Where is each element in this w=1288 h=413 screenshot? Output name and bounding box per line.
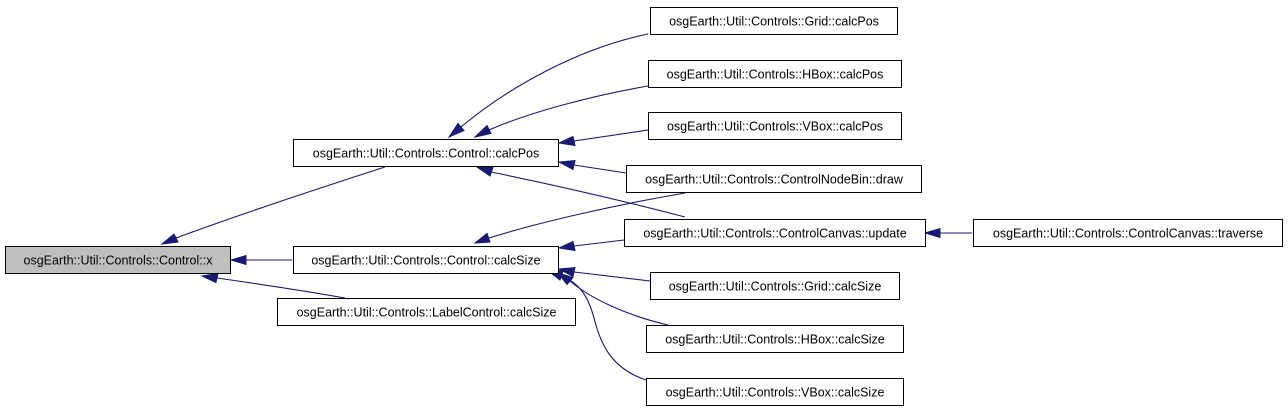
node-controlnodebin-draw[interactable]: osgEarth::Util::Controls::ControlNodeBin… <box>626 165 922 193</box>
node-grid-calcpos[interactable]: osgEarth::Util::Controls::Grid::calcPos <box>650 7 898 35</box>
node-vbox-calcpos[interactable]: osgEarth::Util::Controls::VBox::calcPos <box>648 112 902 140</box>
edge-calcsize-to-x <box>229 254 292 266</box>
edge-traverse-to-update <box>923 227 972 239</box>
node-label: osgEarth::Util::Controls::Control::calcS… <box>311 254 540 268</box>
node-controlcanvas-update[interactable]: osgEarth::Util::Controls::ControlCanvas:… <box>624 219 926 247</box>
node-label: osgEarth::Util::Controls::Control::x <box>24 254 214 268</box>
node-control-calcsize[interactable]: osgEarth::Util::Controls::Control::calcS… <box>293 246 559 274</box>
node-label: osgEarth::Util::Controls::HBox::calcPos <box>667 68 884 82</box>
node-labelcontrol-calcsize[interactable]: osgEarth::Util::Controls::LabelControl::… <box>277 298 576 326</box>
node-label: osgEarth::Util::Controls::LabelControl::… <box>297 306 557 320</box>
node-label: osgEarth::Util::Controls::ControlCanvas:… <box>993 227 1263 241</box>
nodes: osgEarth::Util::Controls::Control::x osg… <box>5 7 1283 406</box>
node-hbox-calcsize[interactable]: osgEarth::Util::Controls::HBox::calcSize <box>646 325 904 353</box>
node-label: osgEarth::Util::Controls::Grid::calcPos <box>669 15 879 29</box>
node-label: osgEarth::Util::Controls::Grid::calcSize <box>669 280 882 294</box>
edge-labelcontrol-to-x <box>200 272 346 299</box>
edge-calcpos-to-x <box>160 166 386 245</box>
node-hbox-calcpos[interactable]: osgEarth::Util::Controls::HBox::calcPos <box>648 60 902 88</box>
node-label: osgEarth::Util::Controls::HBox::calcSize <box>665 333 885 347</box>
edge-gridcalcsize-to-calcsize <box>557 266 651 282</box>
node-label: osgEarth::Util::Controls::VBox::calcSize <box>666 386 885 400</box>
node-label: osgEarth::Util::Controls::ControlCanvas:… <box>643 227 906 241</box>
edge-hboxcalcpos-to-calcpos <box>473 85 649 138</box>
edge-update-to-calcsize <box>557 239 625 252</box>
node-vbox-calcsize[interactable]: osgEarth::Util::Controls::VBox::calcSize <box>646 378 904 406</box>
node-label: osgEarth::Util::Controls::ControlNodeBin… <box>645 173 904 187</box>
node-controlcanvas-traverse[interactable]: osgEarth::Util::Controls::ControlCanvas:… <box>973 219 1283 247</box>
node-label: osgEarth::Util::Controls::Control::calcP… <box>313 147 539 161</box>
node-control-x[interactable]: osgEarth::Util::Controls::Control::x <box>5 246 231 274</box>
edge-gridcalcpos-to-calcpos <box>447 33 649 139</box>
node-control-calcpos[interactable]: osgEarth::Util::Controls::Control::calcP… <box>293 139 559 167</box>
edge-update-to-calcpos <box>475 166 686 218</box>
edge-vboxcalcpos-to-calcpos <box>557 129 649 147</box>
edge-draw-to-calcpos <box>557 159 627 174</box>
node-grid-calcsize[interactable]: osgEarth::Util::Controls::Grid::calcSize <box>650 272 900 300</box>
edge-draw-to-calcsize <box>473 192 686 244</box>
edges <box>160 33 972 381</box>
node-label: osgEarth::Util::Controls::VBox::calcPos <box>667 120 883 134</box>
